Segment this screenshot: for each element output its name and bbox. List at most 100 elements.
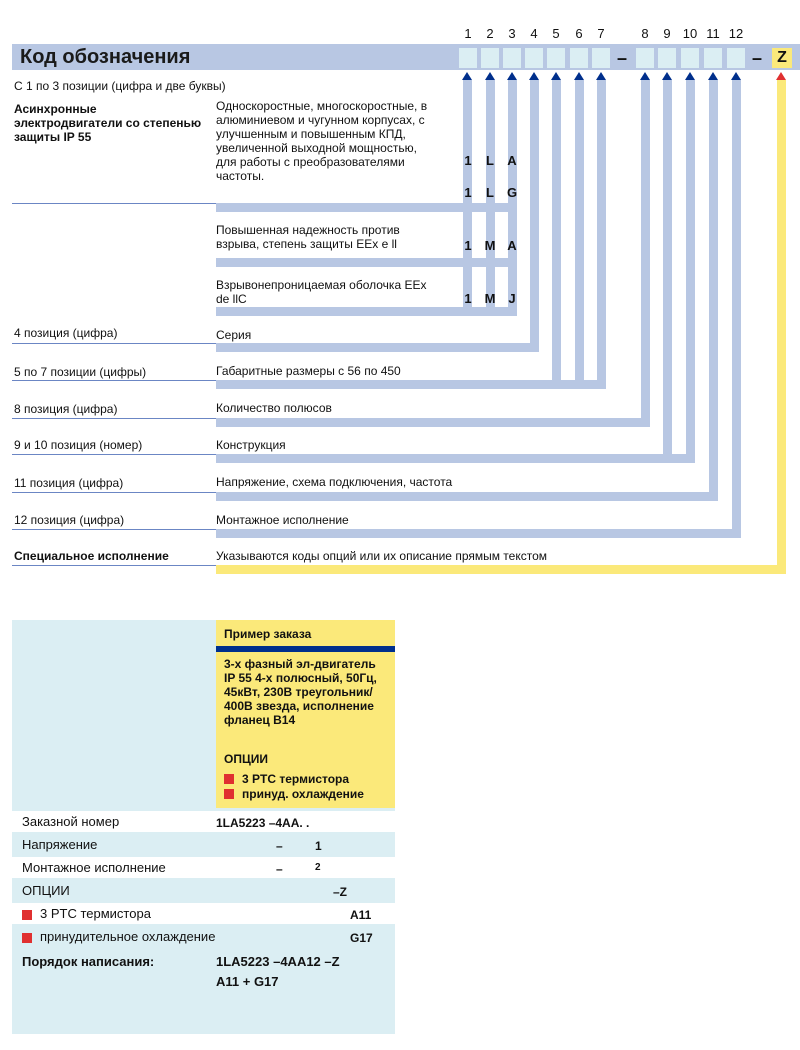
example-title-bar	[216, 646, 395, 652]
special-z-box: Z	[772, 48, 792, 68]
arrow-up-icon	[574, 72, 584, 80]
arrow-up-red-icon	[776, 72, 786, 80]
code-letter: A	[507, 238, 517, 253]
divider	[12, 203, 216, 204]
pos11-label: 11 позиция (цифра)	[14, 476, 124, 490]
divider	[12, 492, 216, 493]
arrow-up-icon	[485, 72, 495, 80]
position-box	[481, 48, 499, 68]
order-label: Заказной номер	[22, 814, 120, 829]
writing-label: Порядок написания:	[22, 954, 155, 969]
code-letter: 1	[464, 291, 472, 306]
special-desc: Указываются коды опций или их описание п…	[216, 549, 548, 563]
writing-value-1: 1LA5223 –4AA12 –Z	[216, 954, 340, 969]
mount-label: Монтажное исполнение	[22, 860, 166, 875]
pos8-desc: Количество полюсов	[216, 401, 332, 415]
pos8-label: 8 позиция (цифра)	[14, 402, 118, 416]
arrow-up-icon	[551, 72, 561, 80]
pos1-3-label: С 1 по 3 позиции (цифра и две буквы)	[14, 79, 226, 93]
code-letter: G	[506, 185, 518, 200]
example-option-1: 3 PTC термистора	[242, 772, 350, 786]
position-box	[658, 48, 676, 68]
table-row	[12, 880, 395, 901]
pos4-desc: Серия	[216, 328, 252, 342]
divider	[12, 565, 216, 566]
order-value: 1LA5223 –4AA. .	[216, 816, 310, 830]
position-number: 9	[663, 26, 671, 41]
voltage-label: Напряжение	[22, 837, 98, 852]
special-label: Специальное исполнение	[14, 549, 169, 563]
position-box	[727, 48, 745, 68]
table-row	[12, 811, 395, 832]
table-row	[12, 834, 395, 855]
pos11-desc: Напряжение, схема подключения, частота	[216, 475, 453, 489]
code-letter: M	[484, 238, 496, 253]
mount-value: 2	[315, 862, 321, 873]
position-number: 10	[682, 26, 698, 41]
pos9-10-label: 9 и 10 позиция (номер)	[14, 438, 143, 452]
table-row	[12, 949, 395, 1034]
desc3-text: Взрывонепроницаемая оболочка EEx de llC	[216, 278, 427, 306]
position-box	[681, 48, 699, 68]
arrow-up-icon	[507, 72, 517, 80]
code-letter: 1	[464, 153, 472, 168]
position-box	[570, 48, 588, 68]
red-square-icon	[224, 789, 234, 799]
code-letter: 1	[464, 185, 472, 200]
position-number: 12	[728, 26, 744, 41]
thermistor-value: A11	[350, 908, 372, 922]
voltage-value: 1	[315, 839, 322, 853]
position-box	[547, 48, 565, 68]
arrow-up-icon	[529, 72, 539, 80]
code-dash: –	[617, 48, 628, 68]
arrow-up-icon	[708, 72, 718, 80]
position-box	[503, 48, 521, 68]
position-number: 2	[486, 26, 494, 41]
options-row-label: ОПЦИИ	[22, 883, 70, 898]
table-row	[12, 903, 395, 924]
divider	[12, 418, 216, 419]
desc1-text: Односкоростные, многоскоростные, в алюми…	[216, 99, 428, 183]
position-box	[704, 48, 722, 68]
position-number: 1	[464, 26, 472, 41]
example-option-2: принуд. охлаждение	[242, 787, 364, 801]
code-dash: –	[752, 48, 763, 68]
position-number: 11	[706, 26, 720, 41]
example-desc: 3-х фазный эл-двигатель IP 55 4-х полюсн…	[224, 657, 377, 727]
mount-dash: –	[276, 862, 283, 876]
divider	[12, 529, 216, 530]
pos5-7-label: 5 по 7 позиции (цифры)	[14, 365, 147, 379]
pos4-label: 4 позиция (цифра)	[14, 326, 118, 340]
position-number: 3	[508, 26, 516, 41]
page-title: Код обозначения	[20, 46, 191, 68]
table-row	[12, 926, 395, 947]
code-letter: L	[486, 185, 494, 200]
position-box	[636, 48, 654, 68]
position-number: 6	[575, 26, 583, 41]
code-letter: M	[484, 291, 496, 306]
divider	[12, 380, 216, 381]
cooling-label: принудительное охлаждение	[40, 929, 216, 944]
pos12-label: 12 позиция (цифра)	[14, 513, 125, 527]
red-square-icon	[22, 933, 32, 943]
divider	[12, 343, 216, 344]
pos12-desc: Монтажное исполнение	[216, 513, 349, 527]
motor-type-label: Асинхронные электродвигатели со степенью…	[14, 102, 202, 144]
pos5-7-desc: Габаритные размеры с 56 по 450	[216, 364, 401, 378]
arrow-up-icon	[462, 72, 472, 80]
cooling-value: G17	[350, 931, 373, 945]
writing-value-2: A11 + G17	[216, 974, 279, 989]
position-box	[459, 48, 477, 68]
pos9-10-desc: Конструкция	[216, 438, 286, 452]
example-options-label: ОПЦИИ	[224, 752, 268, 766]
red-square-icon	[22, 910, 32, 920]
arrow-up-icon	[662, 72, 672, 80]
voltage-dash: –	[276, 839, 283, 853]
code-letter: 1	[464, 238, 472, 253]
position-number: 4	[530, 26, 538, 41]
arrow-up-icon	[596, 72, 606, 80]
thermistor-label: 3 PTC термистора	[40, 906, 151, 921]
example-title: Пример заказа	[224, 627, 312, 641]
code-letter: A	[507, 153, 517, 168]
position-box	[525, 48, 543, 68]
